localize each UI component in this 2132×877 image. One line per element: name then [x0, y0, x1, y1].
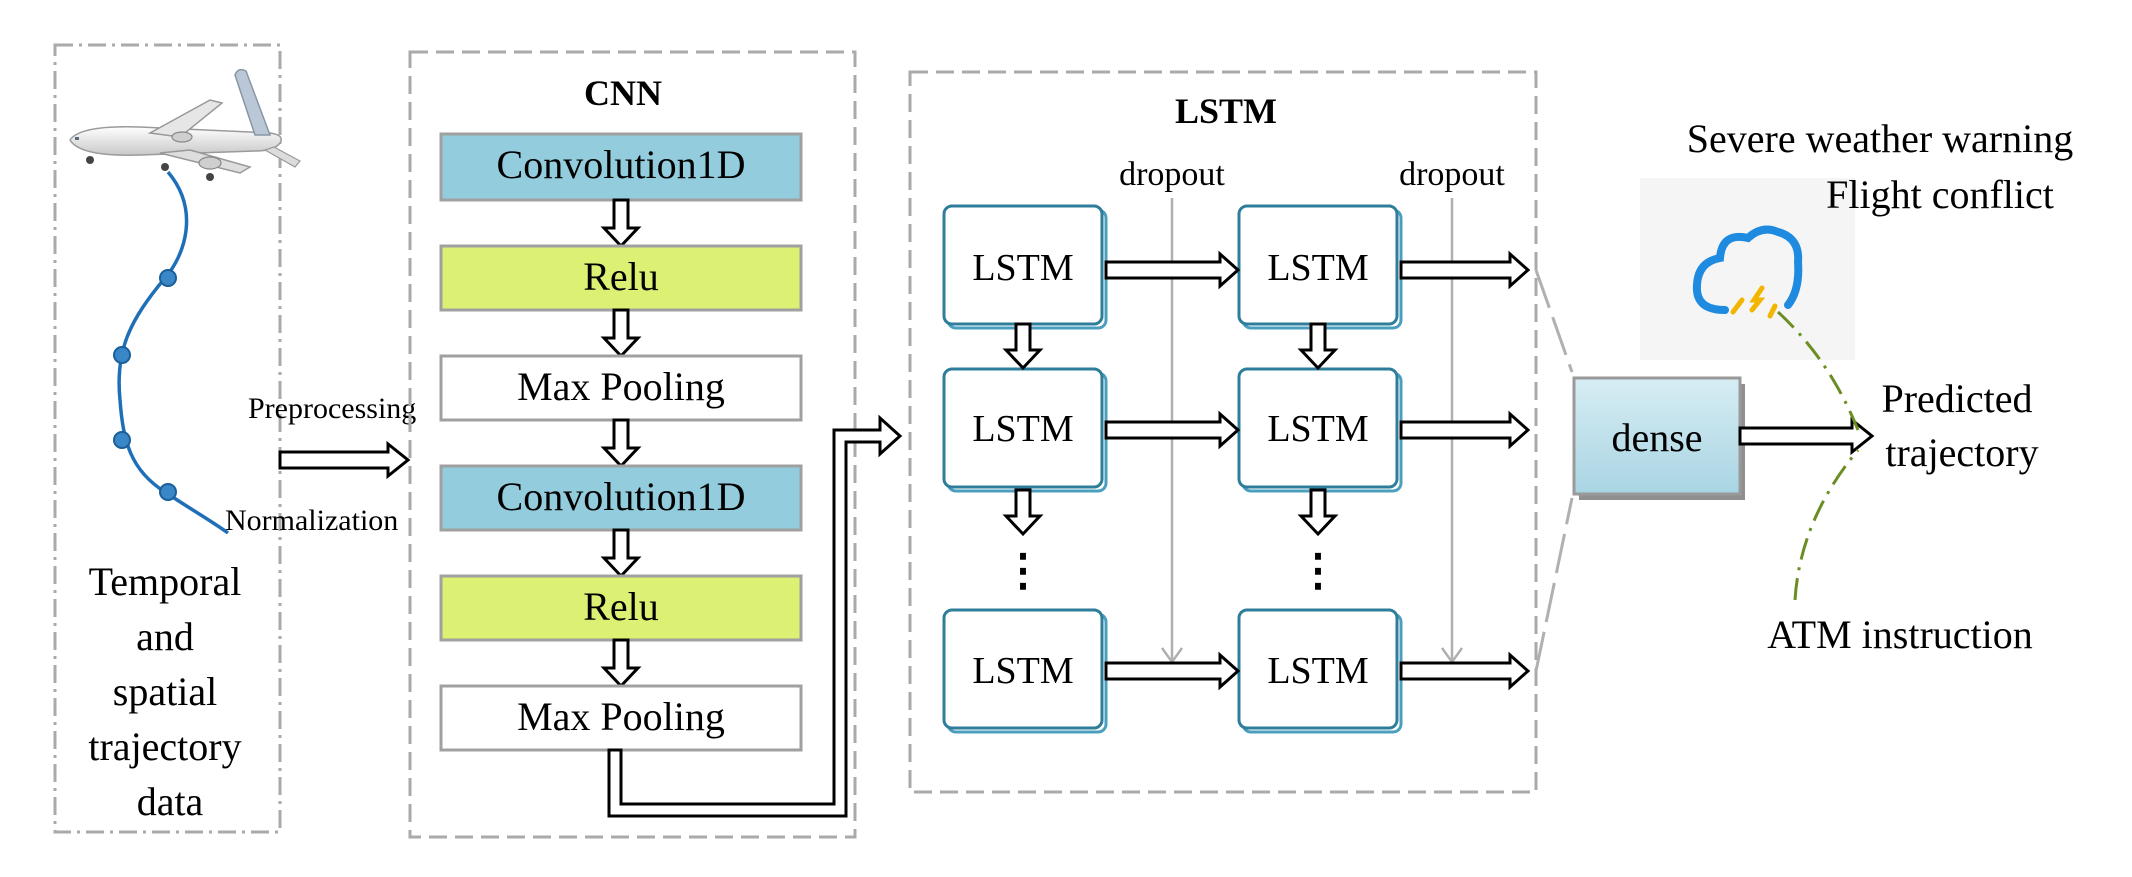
weather-connector [1776, 310, 1860, 431]
relu-layer [439, 574, 803, 642]
max-pooling-layer-label: Max Pooling [517, 694, 725, 739]
lstm-cell: LSTM [942, 367, 1108, 493]
trajectory-point [113, 431, 131, 449]
lstm-cell: LSTM [942, 204, 1108, 330]
relu-layer-label: Relu [583, 584, 659, 629]
flow-arrow-down [600, 418, 642, 469]
preprocessing-arrow [278, 440, 411, 480]
trajectory-point [113, 346, 131, 364]
flow-arrow-right [1399, 651, 1531, 691]
lstm-panel: LSTM dropout dropout LSTM LSTM LSTM LST [908, 70, 1538, 794]
ellipsis: ⋮ [1001, 546, 1045, 595]
max-pooling-layer-label: Max Pooling [517, 364, 725, 409]
ellipsis: ⋮ [1296, 546, 1340, 595]
predicted-trajectory-label: Predicted trajectory [1881, 376, 2042, 475]
lstm-cell: LSTM [1237, 608, 1403, 734]
input-label-line: data [137, 779, 204, 824]
convolution-layer [439, 464, 803, 532]
flow-arrow-down [1297, 488, 1339, 537]
dropout-label: dropout [1119, 156, 1225, 193]
lstm-cell-label: LSTM [1267, 650, 1368, 692]
atm-instruction-label: ATM instruction [1767, 612, 2033, 657]
dropout-label: dropout [1399, 156, 1505, 193]
lstm-cell-label: LSTM [972, 650, 1073, 692]
flow-arrow-down [600, 198, 642, 249]
cnn-panel-border [408, 50, 857, 839]
dense-layer: dense [1572, 376, 1745, 500]
lstm-cell-label: LSTM [1267, 247, 1368, 289]
output-arrow [1738, 416, 1875, 456]
flow-arrow-right [1399, 250, 1531, 290]
flow-arrow-right [1104, 410, 1241, 450]
flow-arrow-down [600, 308, 642, 359]
flow-arrow-down [600, 528, 642, 579]
flow-arrow-down [600, 638, 642, 689]
input-label-line: Temporal [89, 559, 242, 604]
convolution-layer-label: Convolution1D [497, 142, 746, 187]
input-panel-border [53, 43, 282, 834]
preprocessing-label: Preprocessing [248, 392, 416, 425]
relu-layer-label: Relu [583, 254, 659, 299]
input-label: Temporal and spatial trajectory data [88, 559, 251, 824]
storm-cloud-icon [1640, 178, 1855, 360]
flow-arrow-right [1104, 250, 1241, 290]
max-pooling-layer [439, 684, 803, 752]
cnn-title: CNN [584, 73, 662, 113]
predicted-trajectory-line: trajectory [1885, 430, 2038, 475]
airplane-icon [69, 68, 301, 181]
trajectory-curve [117, 170, 230, 535]
trajectory-point [159, 269, 177, 287]
lstm-cell-label: LSTM [972, 247, 1073, 289]
cnn-to-lstm-arrow [607, 414, 903, 818]
severe-weather-label: Severe weather warning [1687, 116, 2073, 161]
input-label-line: and [136, 614, 194, 659]
input-label-line: trajectory [88, 724, 241, 769]
lstm-cell: LSTM [1237, 204, 1403, 330]
relu-layer [439, 244, 803, 312]
input-panel: Temporal and spatial trajectory data [53, 43, 301, 834]
lstm-title: LSTM [1175, 91, 1277, 131]
lstm-cell-label: LSTM [972, 408, 1073, 450]
flow-arrow-right [1399, 410, 1531, 450]
cnn-panel: CNN Convolution1D Relu Max Pooling Convo… [408, 50, 857, 839]
flow-arrow-down [1002, 488, 1044, 537]
merge-line [1534, 497, 1574, 672]
lstm-cell-label: LSTM [1267, 408, 1368, 450]
lstm-cell: LSTM [942, 608, 1108, 734]
flow-arrow-right [1104, 651, 1241, 691]
merge-line [1534, 269, 1574, 373]
input-label-line: spatial [113, 669, 217, 714]
predicted-trajectory-line: Predicted [1881, 376, 2032, 421]
atm-connector [1793, 449, 1860, 601]
trajectory-point [159, 483, 177, 501]
max-pooling-layer [439, 354, 803, 422]
flow-arrow-down [1002, 322, 1044, 371]
flow-arrow-down [1297, 322, 1339, 371]
convolution-layer [439, 132, 803, 202]
normalization-label: Normalization [225, 504, 398, 537]
convolution-layer-label: Convolution1D [497, 474, 746, 519]
flight-conflict-label: Flight conflict [1826, 172, 2054, 217]
lstm-cell: LSTM [1237, 367, 1403, 493]
lstm-panel-border [908, 70, 1538, 794]
dense-label: dense [1611, 415, 1702, 460]
